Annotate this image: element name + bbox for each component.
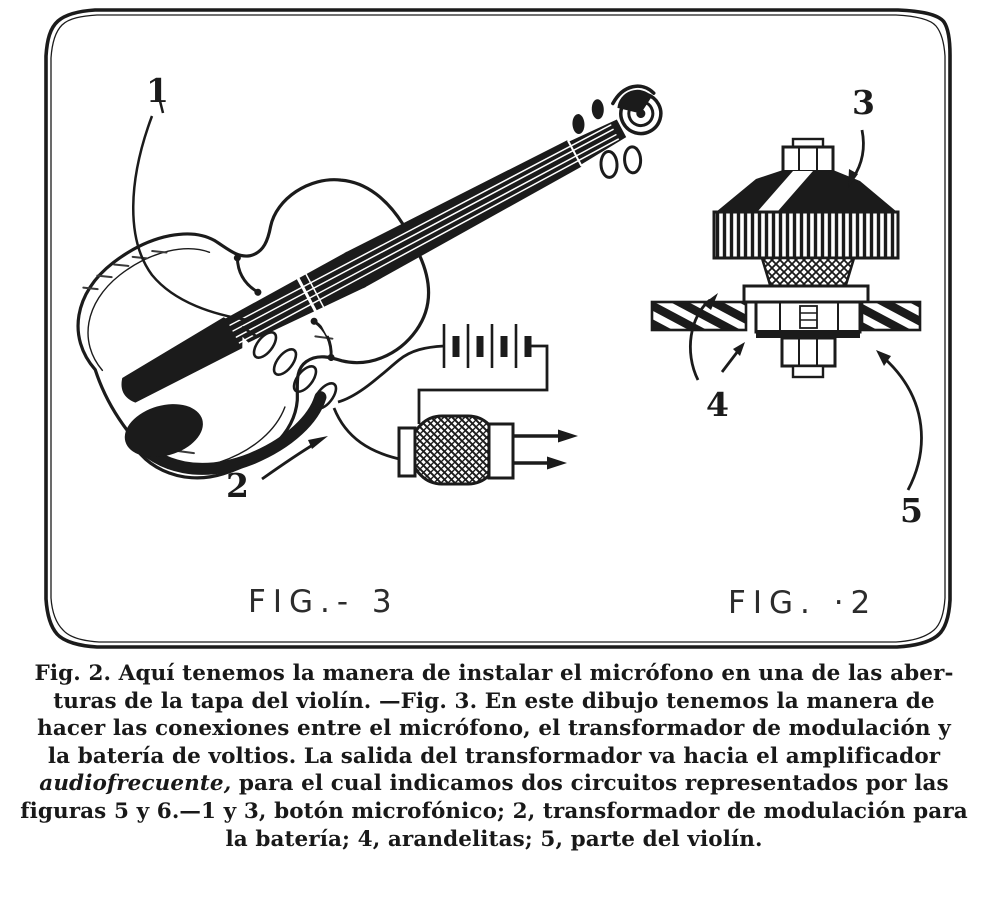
f-hole-eyes — [233, 254, 335, 362]
violin-bridge — [285, 255, 332, 336]
tuning-pegs — [572, 99, 643, 179]
violin-tailpiece — [121, 317, 243, 403]
figure-illustration: 1 2 3 4 5 FIG.- 3 FIG. ·2 — [44, 8, 952, 649]
callout-4-arrows — [689, 293, 745, 381]
bolt-tip — [791, 364, 825, 379]
caption-line-6: figuras 5 y 6.—1 y 3, botón microfónico;… — [20, 798, 968, 824]
frame-border — [44, 8, 952, 649]
shaft-section — [799, 305, 818, 329]
output-arrows — [513, 429, 578, 470]
wire-to-transformer — [332, 407, 405, 462]
string-shadow-band — [224, 251, 367, 343]
mic-button-illustration — [650, 137, 922, 379]
flange-washer — [742, 284, 870, 304]
battery-return-wire — [417, 344, 549, 424]
threaded-neck — [760, 256, 856, 290]
violin-purfling — [87, 248, 211, 372]
caption-line-5-rest: para el cual indicamos dos circuitos rep… — [231, 771, 949, 797]
caption-line-2: turas de la tapa del violín. —Fig. 3. En… — [53, 688, 935, 714]
knurled-drum — [712, 210, 900, 260]
leader-tick-1 — [158, 100, 165, 114]
f-hole — [235, 256, 333, 360]
callout-4-label: 4 — [706, 385, 729, 424]
callout-5-arrow — [876, 350, 923, 491]
violin-scroll — [611, 84, 663, 136]
circuit-wires — [332, 344, 549, 462]
callout-3-label: 3 — [852, 83, 875, 122]
callout-2-arrow — [261, 436, 328, 481]
caption-line-7: la batería; 4, arandelitas; 5, parte del… — [225, 826, 763, 852]
callout-3-arrow — [848, 129, 865, 188]
cone-highlight — [758, 171, 813, 211]
modulation-transformer — [397, 414, 515, 486]
washer-underside — [756, 330, 860, 338]
twisted-wire — [241, 325, 338, 410]
figure-panel: 1 2 3 4 5 FIG.- 3 FIG. ·2 — [44, 8, 952, 649]
violin-strings — [229, 124, 619, 344]
caption-italic-word: audiofrecuente, — [39, 771, 232, 797]
figure-caption: Fig. 2. Aquí tenemos la manera de instal… — [0, 660, 988, 853]
leader-line-1 — [132, 115, 249, 322]
callout-1-label: 1 — [146, 71, 169, 110]
callout-5-label: 5 — [900, 491, 923, 530]
caption-line-4: la batería de voltios. La salida del tra… — [47, 743, 941, 769]
violin-plate-left — [650, 300, 748, 332]
violin-plate-right — [860, 300, 922, 332]
callout-2-label: 2 — [226, 466, 249, 505]
violin-rim-shadow — [127, 391, 327, 475]
fig2-label: FIG. ·2 — [728, 585, 877, 621]
battery-symbol — [442, 324, 532, 368]
violin-illustration — [76, 84, 663, 480]
fig3-label: FIG.- 3 — [248, 584, 399, 620]
wire-to-battery — [337, 344, 445, 404]
caption-line-3: hacer las conexiones entre el micrófono,… — [37, 716, 951, 742]
violin-nut — [567, 139, 583, 167]
violin-chinrest — [124, 404, 203, 458]
caption-line-5: audiofrecuente, para el cual indicamos d… — [0, 770, 988, 798]
caption-line-1: Fig. 2. Aquí tenemos la manera de instal… — [34, 661, 954, 686]
bottom-nut — [780, 336, 837, 368]
